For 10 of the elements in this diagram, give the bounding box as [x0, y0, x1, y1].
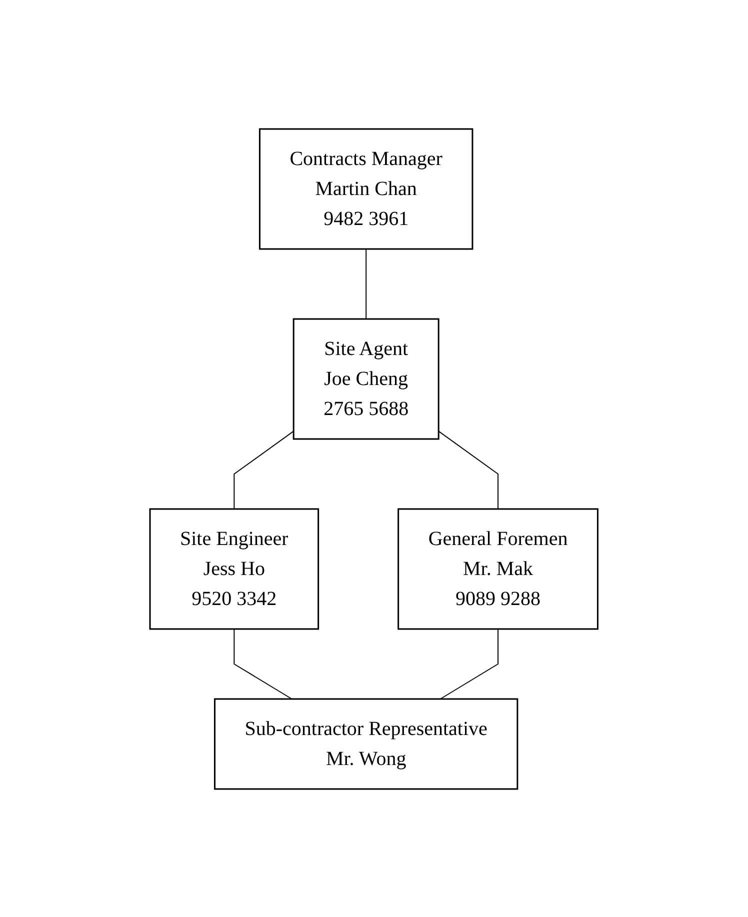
node-box: Site Agent Joe Cheng 2765 5688 [292, 318, 440, 440]
connector [234, 628, 293, 699]
node-box: General Foremen Mr. Mak 9089 9288 [398, 508, 599, 630]
connector [234, 430, 294, 509]
node-box: Site Engineer Jess Ho 9520 3342 [149, 508, 320, 630]
connector [438, 430, 499, 509]
node-box: Contracts Manager Martin Chan 9482 3961 [259, 128, 474, 250]
node-box: Sub-contractor Representative Mr. Wong [214, 698, 518, 790]
connector [366, 248, 367, 319]
connector [440, 628, 499, 699]
